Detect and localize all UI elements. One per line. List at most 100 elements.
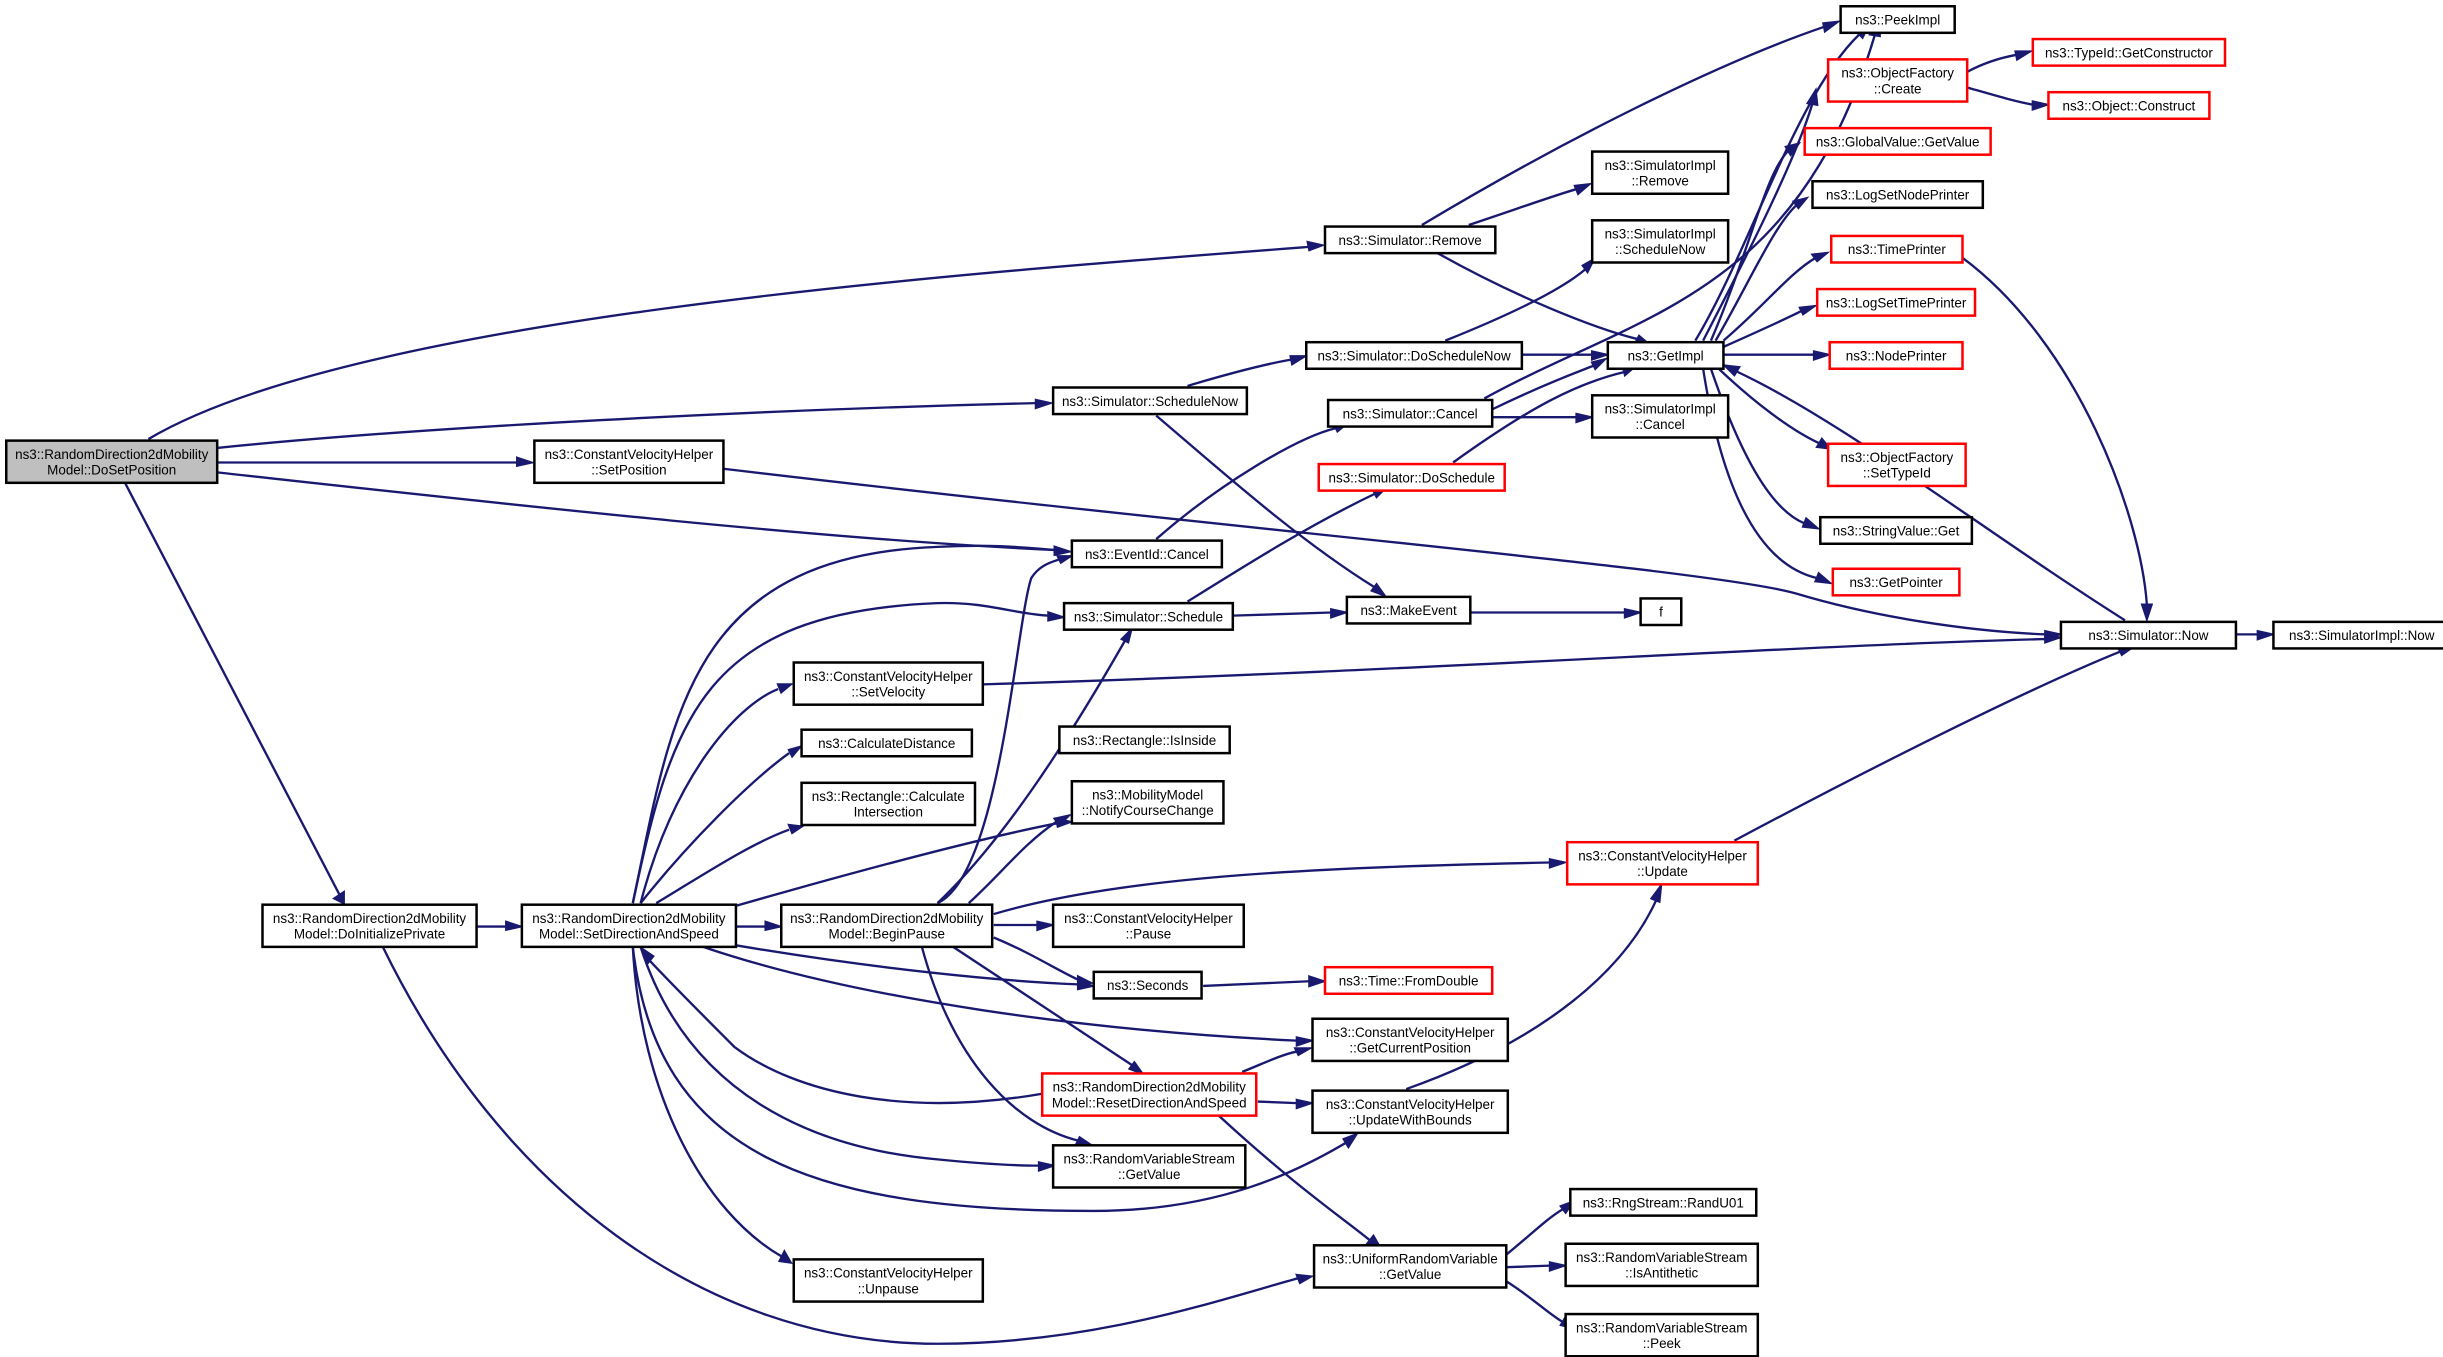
node-box[interactable] [2031,37,2227,67]
node-simNow[interactable]: ns3::Simulator::Now [2059,620,2238,650]
node-simSchedule[interactable]: ns3::Simulator::Schedule [1062,601,1235,631]
node-box[interactable] [1590,219,1730,264]
node-box[interactable] [1830,234,1964,264]
node-box[interactable] [1828,340,1964,370]
node-box[interactable] [780,903,994,949]
node-box[interactable] [1565,840,1760,886]
node-logNode[interactable]: ns3::LogSetNodePrinter [1811,180,1985,210]
node-box[interactable] [800,781,977,827]
node-box[interactable] [1040,1072,1258,1117]
node-root[interactable]: ns3::RandomDirection2dMobilityModel::DoS… [5,439,219,485]
node-box[interactable] [1839,5,1956,35]
node-gvGet[interactable]: ns3::GlobalValue::GetValue [1803,126,1992,156]
node-box[interactable] [1317,462,1506,492]
node-box[interactable] [1826,442,1967,488]
node-doInit[interactable]: ns3::RandomDirection2dMobilityModel::DoI… [261,903,478,949]
node-doSchedNow[interactable]: ns3::Simulator::DoScheduleNow [1305,340,1524,370]
node-box[interactable] [1345,595,1472,625]
node-box[interactable] [1311,1017,1510,1063]
node-box[interactable] [1819,515,1974,545]
node-box[interactable] [1311,1089,1510,1135]
node-doSchedule[interactable]: ns3::Simulator::DoSchedule [1317,462,1506,492]
node-box[interactable] [1323,225,1497,255]
node-cvhPause[interactable]: ns3::ConstantVelocityHelper::Pause [1051,903,1245,949]
node-peek[interactable]: ns3::RandomVariableStream::Peek [1564,1312,1760,1357]
node-box[interactable] [1803,126,1992,156]
node-box[interactable] [1564,1242,1760,1288]
node-typeIdCtor[interactable]: ns3::TypeId::GetConstructor [2031,37,2227,67]
node-beginPause[interactable]: ns3::RandomDirection2dMobilityModel::Beg… [780,903,994,949]
node-box[interactable] [800,728,974,758]
node-cvhSetVel[interactable]: ns3::ConstantVelocityHelper::SetVelocity [792,661,985,706]
node-getCurPos[interactable]: ns3::ConstantVelocityHelper::GetCurrentP… [1311,1017,1510,1063]
node-simCancel[interactable]: ns3::Simulator::Cancel [1326,398,1494,428]
node-box[interactable] [1092,970,1203,1000]
node-cvhUpdate[interactable]: ns3::ConstantVelocityHelper::Update [1565,840,1760,886]
node-box[interactable] [1051,1144,1247,1189]
node-timePrinter[interactable]: ns3::TimePrinter [1830,234,1964,264]
node-setDir[interactable]: ns3::RandomDirection2dMobilityModel::Set… [520,903,738,949]
node-box[interactable] [1826,58,1969,103]
node-ofCreate[interactable]: ns3::ObjectFactory::Create [1826,58,1969,103]
node-box[interactable] [261,903,478,949]
node-makeEvent[interactable]: ns3::MakeEvent [1345,595,1472,625]
node-box[interactable] [1323,965,1494,995]
node-box[interactable] [2272,620,2443,650]
node-fromDouble[interactable]: ns3::Time::FromDouble [1323,965,1494,995]
node-box[interactable] [792,661,985,706]
node-peekImpl[interactable]: ns3::PeekImpl [1839,5,1956,35]
node-box[interactable] [792,1258,985,1303]
node-isAnti[interactable]: ns3::RandomVariableStream::IsAntithetic [1564,1242,1760,1288]
node-box[interactable] [1811,180,1985,210]
node-box[interactable] [1590,394,1730,439]
node-box[interactable] [1326,398,1494,428]
node-schedNow[interactable]: ns3::Simulator::ScheduleNow [1051,386,1249,416]
node-siNow[interactable]: ns3::SimulatorImpl::Now [2272,620,2443,650]
node-nodePrinter[interactable]: ns3::NodePrinter [1828,340,1964,370]
node-ofSetType[interactable]: ns3::ObjectFactory::SetTypeId [1826,442,1967,488]
node-calcDist[interactable]: ns3::CalculateDistance [800,728,974,758]
node-simRemove[interactable]: ns3::Simulator::Remove [1323,225,1497,255]
node-box[interactable] [1051,386,1249,416]
node-box[interactable] [1590,150,1730,195]
node-unpause[interactable]: ns3::ConstantVelocityHelper::Unpause [792,1258,985,1303]
node-box[interactable] [1569,1187,1758,1217]
node-box[interactable] [520,903,738,949]
node-box[interactable] [5,439,219,485]
node-f[interactable]: f [1639,597,1683,627]
node-box[interactable] [1606,340,1725,370]
node-reset[interactable]: ns3::RandomDirection2dMobilityModel::Res… [1040,1072,1258,1117]
node-randU01[interactable]: ns3::RngStream::RandU01 [1569,1187,1758,1217]
node-urvGet[interactable]: ns3::UniformRandomVariable::GetValue [1312,1244,1508,1289]
node-box[interactable] [1564,1312,1760,1357]
node-updBounds[interactable]: ns3::ConstantVelocityHelper::UpdateWithB… [1311,1089,1510,1135]
node-rectIn[interactable]: ns3::Rectangle::IsInside [1058,725,1231,755]
node-box[interactable] [2059,620,2238,650]
node-eventCancel[interactable]: ns3::EventId::Cancel [1070,539,1224,569]
node-box[interactable] [1062,601,1235,631]
node-logTime[interactable]: ns3::LogSetTimePrinter [1815,287,1977,317]
node-box[interactable] [1831,567,1961,597]
node-box[interactable] [1815,287,1977,317]
node-box[interactable] [1312,1244,1508,1289]
node-notify[interactable]: ns3::MobilityModel::NotifyCourseChange [1070,780,1225,825]
node-svGet[interactable]: ns3::StringValue::Get [1819,515,1974,545]
node-box[interactable] [533,439,725,485]
node-cvhSetPos[interactable]: ns3::ConstantVelocityHelper::SetPosition [533,439,725,485]
node-objConstruct[interactable]: ns3::Object::Construct [2047,90,2211,120]
node-seconds[interactable]: ns3::Seconds [1092,970,1203,1000]
node-getImpl[interactable]: ns3::GetImpl [1606,340,1725,370]
node-box[interactable] [1070,780,1225,825]
node-box[interactable] [1051,903,1245,949]
node-box[interactable] [1058,725,1231,755]
node-box[interactable] [1639,597,1683,627]
node-siRemove[interactable]: ns3::SimulatorImpl::Remove [1590,150,1730,195]
node-box[interactable] [2047,90,2211,120]
node-box[interactable] [1305,340,1524,370]
node-rvsGet[interactable]: ns3::RandomVariableStream::GetValue [1051,1144,1247,1189]
node-siSchedNow[interactable]: ns3::SimulatorImpl::ScheduleNow [1590,219,1730,264]
node-siCancel[interactable]: ns3::SimulatorImpl::Cancel [1590,394,1730,439]
node-box[interactable] [1070,539,1224,569]
node-getPointer[interactable]: ns3::GetPointer [1831,567,1961,597]
